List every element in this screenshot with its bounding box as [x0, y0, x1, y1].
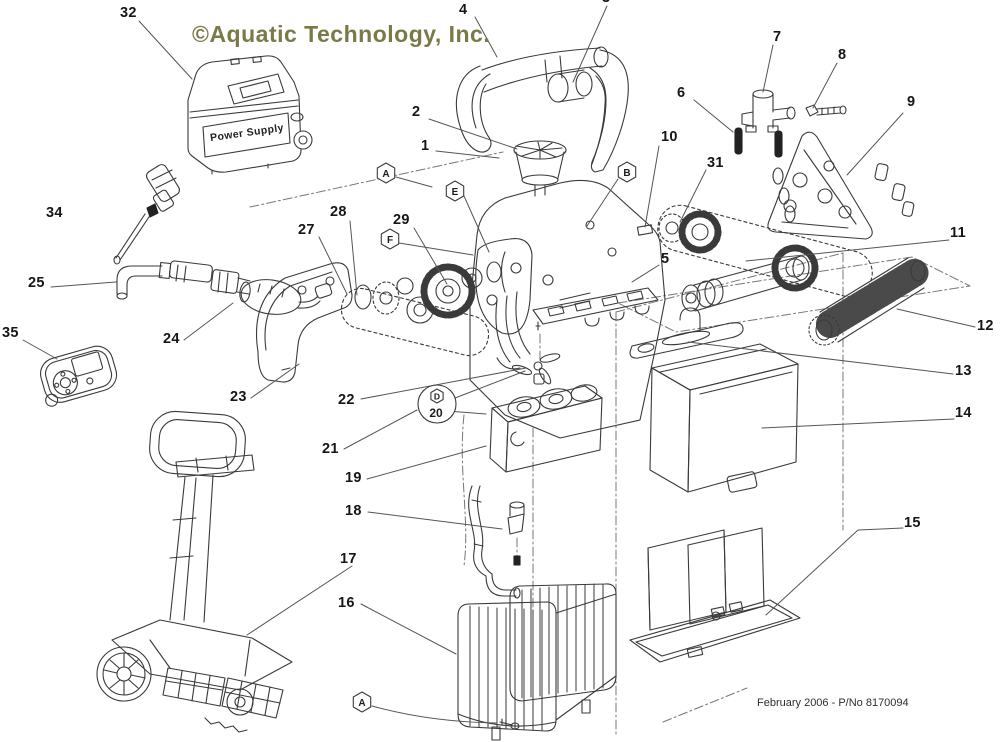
- callout-21: 21: [322, 441, 339, 457]
- impeller-funnel-drawing: [513, 140, 567, 197]
- callout-34: 34: [46, 205, 63, 221]
- callout-4: 4: [459, 2, 468, 18]
- callout-11: 11: [950, 225, 966, 241]
- callout-32: 32: [120, 5, 137, 21]
- remote-control-drawing: [40, 345, 118, 407]
- brush-drawing: [808, 257, 930, 346]
- callout-17: 17: [340, 551, 357, 567]
- callout-25: 25: [28, 275, 45, 291]
- ref-letter-a-top: A: [382, 169, 389, 180]
- track-drawing: [636, 204, 873, 298]
- cleaner-body-drawing: [469, 179, 666, 439]
- callout-8: 8: [838, 47, 847, 63]
- ref-letter-a-bottom: A: [358, 698, 365, 709]
- callout-16: 16: [338, 595, 355, 611]
- roller-tube-drawing: [681, 255, 810, 312]
- callout-14: 14: [955, 405, 972, 421]
- pump-motor-drawing: [489, 373, 603, 473]
- callout-20: 20: [429, 406, 443, 420]
- callout-23: 23: [230, 389, 247, 405]
- callout-22: 22: [338, 392, 355, 408]
- callout-10: 10: [661, 129, 678, 145]
- callout-29: 29: [393, 212, 410, 228]
- callout-12: 12: [977, 318, 994, 334]
- filter-basket-drawing: [457, 583, 617, 741]
- callout-2: 2: [412, 104, 421, 120]
- caddy-cart-drawing: [96, 410, 293, 733]
- callout-31: 31: [707, 155, 724, 171]
- callout-9: 9: [907, 94, 916, 110]
- callout-18: 18: [345, 503, 362, 519]
- callout-6: 6: [677, 85, 686, 101]
- watermark-text: ©Aquatic Technology, Inc.: [192, 21, 491, 47]
- revision-text: February 2006 - P/No 8170094: [757, 697, 909, 709]
- ref-letter-d: D: [434, 392, 440, 402]
- callout-15: 15: [904, 515, 921, 531]
- ref-letter-e: E: [452, 187, 459, 198]
- wand-piece-drawing: [113, 164, 180, 265]
- callout-13: 13: [955, 363, 972, 379]
- callout-5: 5: [661, 251, 670, 267]
- callout-35: 35: [2, 325, 19, 341]
- callout-27: 27: [298, 222, 315, 238]
- ref-letter-f: F: [387, 235, 393, 246]
- side-plate-left-drawing: [255, 262, 353, 383]
- strainer-plate-drawing: [629, 307, 744, 359]
- side-plate-right-drawing: [767, 131, 915, 240]
- callout-1: 1: [421, 138, 430, 154]
- filter-housing-drawing: [649, 343, 799, 493]
- callout-19: 19: [345, 470, 362, 486]
- propeller-drawing: [511, 321, 561, 385]
- float-hose-drawing: [468, 485, 525, 599]
- power-supply-drawing: [187, 55, 313, 175]
- ref-letter-b: B: [623, 168, 630, 179]
- callout-24: 24: [163, 331, 180, 347]
- fitting-hardware-drawing: [734, 89, 847, 158]
- leader-lines: [22, 5, 976, 724]
- callout-3: 3: [602, 0, 610, 6]
- ref-badges: A E B F A D 20: [352, 161, 637, 713]
- callout-7: 7: [773, 29, 782, 45]
- callout-28: 28: [330, 204, 347, 220]
- alignment-dash-lines: [249, 151, 971, 737]
- drive-gears-drawing: [340, 261, 502, 357]
- handle-assembly-drawing: [455, 46, 629, 173]
- bottom-lid-drawing: [629, 527, 801, 663]
- hose-handle-float-drawing: [116, 260, 333, 315]
